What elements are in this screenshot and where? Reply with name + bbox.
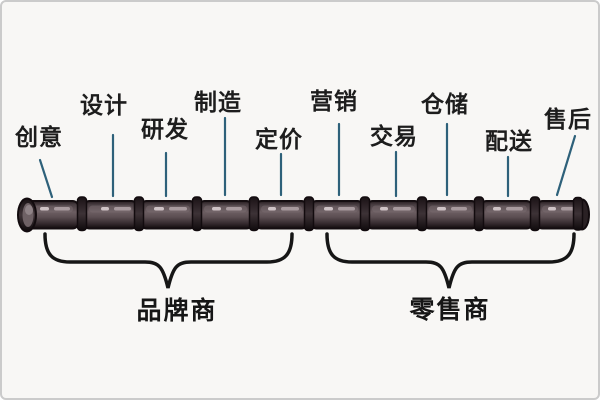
stage-label-research-development: 研发 — [141, 117, 189, 143]
brace-brand-merchant — [43, 232, 294, 289]
stage-label-delivery: 配送 — [485, 129, 533, 155]
stage-label-transaction: 交易 — [370, 124, 418, 150]
leader-line-creativity — [38, 158, 54, 199]
leader-line-after-sales — [555, 134, 577, 197]
group-braces — [43, 232, 576, 289]
leader-lines — [38, 116, 577, 199]
stage-label-design: 设计 — [80, 93, 128, 119]
group-label-retailer: 零售商 — [409, 295, 491, 324]
stage-label-manufacturing: 制造 — [194, 90, 242, 116]
stage-label-marketing: 营销 — [310, 89, 358, 115]
brace-retailer — [325, 232, 576, 289]
stage-label-after-sales: 售后 — [544, 107, 592, 133]
stage-label-warehousing: 仓储 — [421, 92, 469, 118]
group-label-brand-merchant: 品牌商 — [136, 296, 218, 325]
stage-label-creativity: 创意 — [15, 125, 63, 151]
stage-label-pricing: 定价 — [255, 127, 303, 153]
bamboo-stick-illustration — [17, 196, 590, 233]
